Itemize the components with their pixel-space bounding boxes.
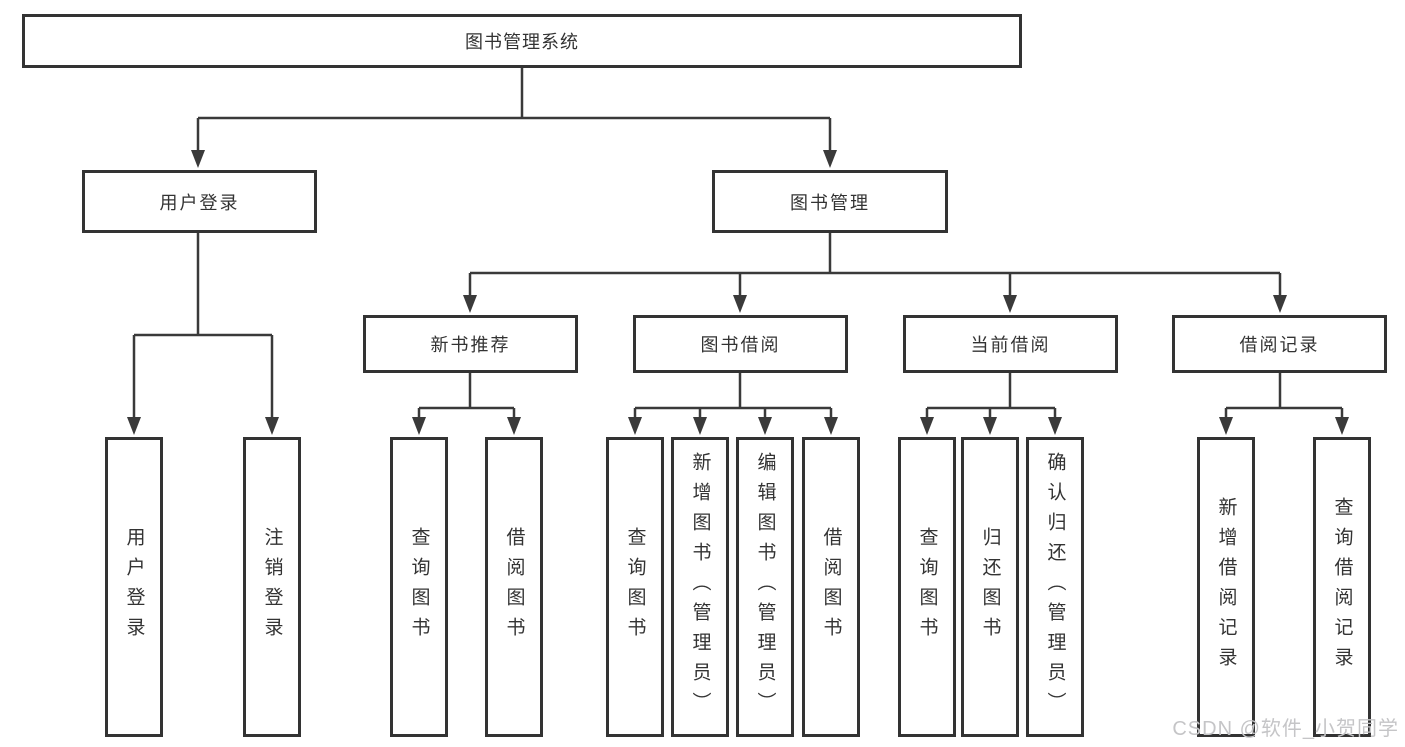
leaf-confirm-return-admin: 确认归还（管理员） [1026, 437, 1084, 737]
node-book-management: 图书管理 [712, 170, 948, 233]
leaf-borrow-books-recommend: 借阅图书 [485, 437, 543, 737]
node-book-borrowing: 图书借阅 [633, 315, 848, 373]
node-label: 用户登录 [159, 192, 240, 213]
leaf-label: 编辑图书（管理员） [754, 452, 776, 722]
node-label: 新书推荐 [430, 335, 511, 355]
node-user-login: 用户登录 [82, 170, 317, 233]
node-label: 图书管理系统 [465, 32, 579, 52]
leaf-label: 借阅图书 [820, 527, 842, 647]
node-label: 图书管理 [790, 192, 870, 213]
leaf-label: 新增借阅记录 [1215, 497, 1237, 677]
connector-user-login-to-leaves [132, 233, 274, 419]
connector-borrow-record-to-leaves [1224, 373, 1344, 419]
leaf-label: 查询图书 [916, 527, 938, 647]
leaf-label: 查询借阅记录 [1331, 497, 1353, 677]
node-borrowing-records: 借阅记录 [1172, 315, 1387, 373]
leaf-add-book-admin: 新增图书（管理员） [671, 437, 729, 737]
leaf-label: 借阅图书 [503, 527, 525, 647]
node-label: 当前借阅 [970, 335, 1051, 355]
leaf-return-book: 归还图书 [961, 437, 1019, 737]
connector-current-borrow-to-leaves [925, 373, 1057, 419]
leaf-label: 归还图书 [979, 527, 1001, 647]
leaf-label: 确认归还（管理员） [1044, 452, 1066, 722]
leaf-add-borrow-record: 新增借阅记录 [1197, 437, 1255, 737]
node-library-management-system: 图书管理系统 [22, 14, 1022, 68]
csdn-watermark: CSDN @软件_小贺同学 [1172, 718, 1399, 740]
leaf-label: 注销登录 [261, 527, 283, 647]
node-new-book-recommendation: 新书推荐 [363, 315, 578, 373]
leaf-label: 查询图书 [408, 527, 430, 647]
node-label: 图书借阅 [700, 335, 781, 355]
leaf-label: 新增图书（管理员） [689, 452, 711, 722]
connector-book-mgmt-to-level3 [468, 233, 1282, 297]
connector-root-to-level2 [196, 68, 832, 152]
leaf-query-books-current: 查询图书 [898, 437, 956, 737]
leaf-query-books-recommend: 查询图书 [390, 437, 448, 737]
leaf-user-login: 用户登录 [105, 437, 163, 737]
node-label: 借阅记录 [1239, 335, 1320, 355]
leaf-query-books-borrow: 查询图书 [606, 437, 664, 737]
leaf-borrow-books: 借阅图书 [802, 437, 860, 737]
leaf-label: 查询图书 [624, 527, 646, 647]
leaf-logout: 注销登录 [243, 437, 301, 737]
arrowheads [127, 150, 1349, 435]
leaf-label: 用户登录 [123, 527, 145, 647]
node-current-borrowing: 当前借阅 [903, 315, 1118, 373]
connector-new-book-to-leaves [417, 373, 516, 419]
connector-book-borrow-to-leaves [633, 373, 833, 419]
leaf-edit-book-admin: 编辑图书（管理员） [736, 437, 794, 737]
leaf-query-borrow-record: 查询借阅记录 [1313, 437, 1371, 737]
